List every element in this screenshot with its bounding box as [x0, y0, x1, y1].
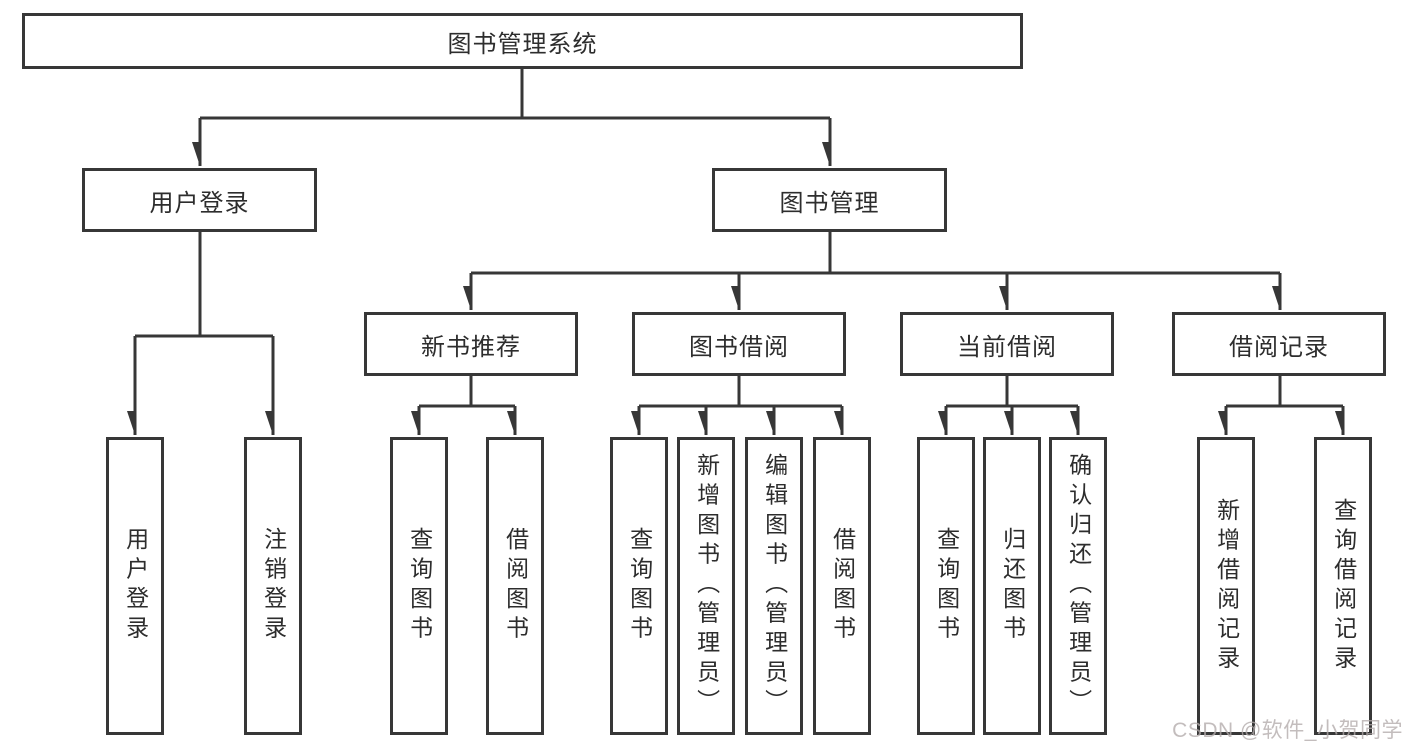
leaf-return-book: 归还图书	[983, 437, 1041, 735]
node-label: 用户登录	[122, 527, 149, 645]
node-label: 新增借阅记录	[1213, 497, 1240, 675]
node-label: 新书推荐	[421, 333, 521, 361]
node-label: 借阅图书	[502, 527, 529, 645]
leaf-add-borrow-record: 新增借阅记录	[1197, 437, 1255, 735]
leaf-borrow-books: 借阅图书	[813, 437, 871, 735]
node-book-management: 图书管理	[712, 168, 947, 232]
leaf-query-borrow-record: 查询借阅记录	[1314, 437, 1372, 735]
node-label: 用户登录	[149, 189, 250, 217]
node-book-borrowing: 图书借阅	[632, 312, 846, 376]
node-label: 当前借阅	[957, 333, 1057, 361]
leaf-query-books-recommend: 查询图书	[390, 437, 448, 735]
leaf-query-books-borrow: 查询图书	[610, 437, 668, 735]
node-label: 图书借阅	[689, 333, 789, 361]
node-label: 借阅图书	[829, 527, 856, 645]
node-library-management-system: 图书管理系统	[22, 13, 1023, 69]
node-label: 归还图书	[999, 527, 1026, 645]
node-user-login: 用户登录	[82, 168, 317, 232]
leaf-add-book-admin: 新增图书（管理员）	[677, 437, 735, 735]
node-label: 编辑图书（管理员）	[761, 453, 788, 719]
node-label: 注销登录	[260, 527, 287, 645]
leaf-confirm-return-admin: 确认归还（管理员）	[1049, 437, 1107, 735]
node-label: 确认归还（管理员）	[1065, 453, 1092, 719]
node-current-borrowing: 当前借阅	[900, 312, 1114, 376]
node-borrowing-records: 借阅记录	[1172, 312, 1386, 376]
leaf-edit-book-admin: 编辑图书（管理员）	[745, 437, 803, 735]
watermark: CSDN @软件_小贺同学	[1172, 719, 1403, 742]
leaf-logout: 注销登录	[244, 437, 302, 735]
leaf-user-login: 用户登录	[106, 437, 164, 735]
node-label: 借阅记录	[1229, 333, 1329, 361]
connector-arrows	[135, 118, 1345, 435]
node-label: 查询图书	[933, 527, 960, 645]
leaf-borrow-books-recommend: 借阅图书	[486, 437, 544, 735]
node-label: 图书管理	[779, 189, 880, 217]
node-label: 图书管理系统	[447, 30, 598, 58]
node-label: 新增图书（管理员）	[693, 453, 720, 719]
node-label: 查询图书	[626, 527, 653, 645]
node-label: 查询图书	[406, 527, 433, 645]
connector-lines	[135, 69, 1343, 408]
node-label: 查询借阅记录	[1330, 497, 1357, 675]
node-new-book-recommend: 新书推荐	[364, 312, 578, 376]
leaf-query-books-current: 查询图书	[917, 437, 975, 735]
